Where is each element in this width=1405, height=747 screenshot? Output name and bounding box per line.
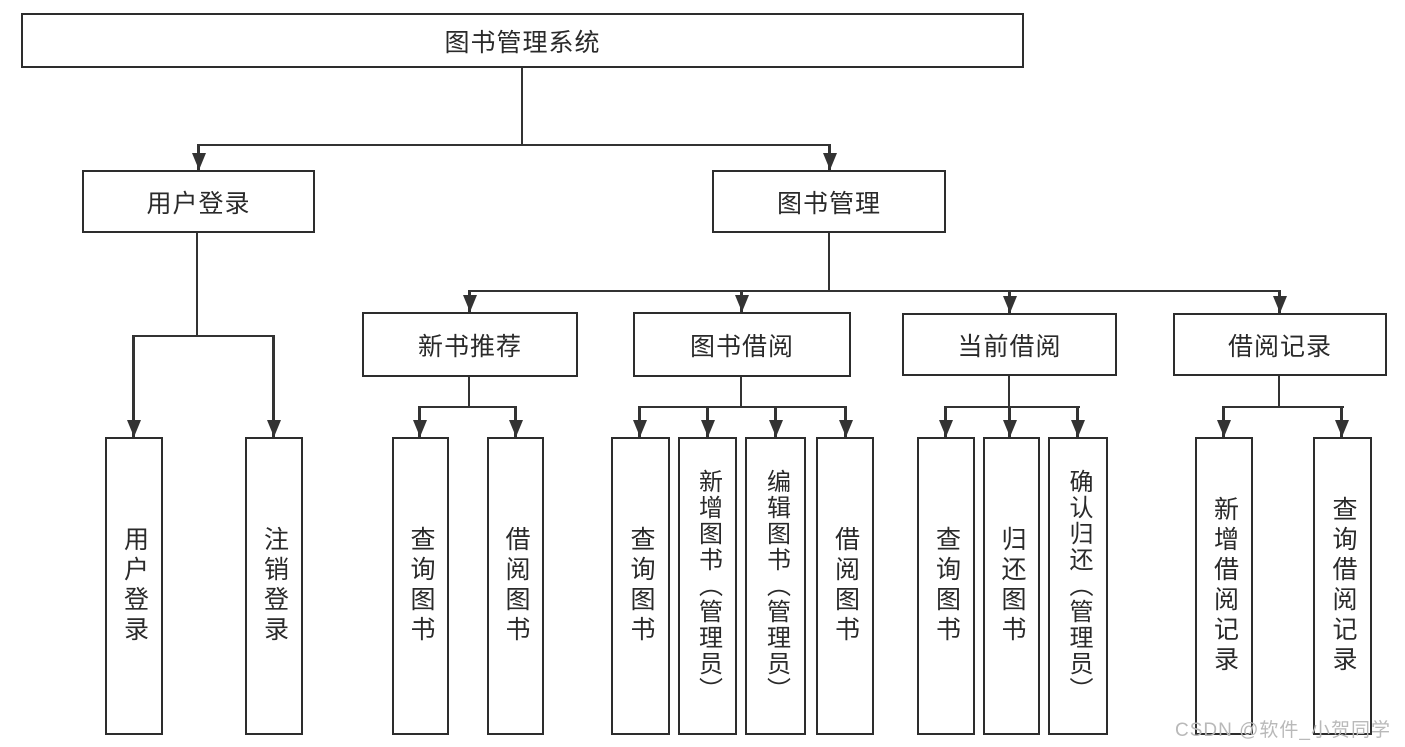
arrow-to-user-login — [197, 144, 200, 170]
connector-current-borrow-crossbar — [945, 406, 1080, 408]
connector-current-borrow-stem — [1008, 376, 1010, 408]
leaf-nb-query-books: 查询图书 — [392, 437, 449, 735]
leaf-bb-edit-books-admin: 编辑图书（管理员） — [745, 437, 806, 735]
arrow-to-cb-query-books — [944, 406, 947, 437]
node-new-book-recommend: 新书推荐 — [362, 312, 578, 377]
leaf-cb-query-books: 查询图书 — [917, 437, 975, 735]
arrow-to-leaf-logout — [272, 335, 275, 437]
leaf-user-login: 用户登录 — [105, 437, 163, 735]
node-library-management-system: 图书管理系统 — [21, 13, 1024, 68]
leaf-cb-confirm-return-admin: 确认归还（管理员） — [1048, 437, 1108, 735]
connector-user-login-stem — [196, 233, 198, 337]
leaf-logout: 注销登录 — [245, 437, 303, 735]
arrow-to-br-query-record — [1340, 406, 1343, 437]
arrow-to-cb-return-books — [1008, 406, 1011, 437]
arrow-to-new-book-recommend — [468, 290, 471, 312]
connector-root-stem — [521, 68, 523, 146]
node-current-borrow: 当前借阅 — [902, 313, 1117, 376]
node-borrow-records: 借阅记录 — [1173, 313, 1387, 376]
node-user-login: 用户登录 — [82, 170, 315, 233]
connector-new-book-stem — [468, 377, 470, 408]
arrow-to-book-borrow — [740, 290, 743, 312]
connector-new-book-crossbar — [419, 406, 517, 408]
leaf-nb-borrow-books: 借阅图书 — [487, 437, 544, 735]
connector-book-borrow-stem — [740, 377, 742, 408]
arrow-to-bb-borrow-books — [844, 406, 847, 437]
leaf-cb-return-books: 归还图书 — [983, 437, 1040, 735]
arrow-to-book-management — [828, 144, 831, 170]
leaf-bb-query-books: 查询图书 — [611, 437, 670, 735]
node-book-management: 图书管理 — [712, 170, 946, 233]
arrow-to-cb-confirm-return — [1076, 406, 1079, 437]
arrow-to-bb-query-books — [638, 406, 641, 437]
leaf-bb-borrow-books: 借阅图书 — [816, 437, 874, 735]
connector-root-crossbar — [197, 144, 831, 146]
arrow-to-borrow-records — [1278, 290, 1281, 313]
connector-book-mgmt-stem — [828, 233, 830, 292]
connector-borrow-records-crossbar — [1223, 406, 1344, 408]
connector-user-login-crossbar — [133, 335, 275, 337]
connector-book-borrow-crossbar — [639, 406, 847, 408]
arrow-to-leaf-user-login — [132, 335, 135, 437]
leaf-br-query-record: 查询借阅记录 — [1313, 437, 1372, 735]
arrow-to-br-add-record — [1222, 406, 1225, 437]
connector-borrow-records-stem — [1278, 376, 1280, 408]
arrow-to-bb-add-books — [706, 406, 709, 437]
leaf-br-add-record: 新增借阅记录 — [1195, 437, 1253, 735]
arrow-to-current-borrow — [1008, 290, 1011, 313]
csdn-watermark: CSDN @软件_小贺同学 — [1175, 720, 1391, 741]
arrow-to-bb-edit-books — [774, 406, 777, 437]
leaf-bb-add-books-admin: 新增图书（管理员） — [678, 437, 737, 735]
arrow-to-nb-borrow-books — [514, 406, 517, 437]
arrow-to-nb-query-books — [418, 406, 421, 437]
connector-book-mgmt-crossbar — [469, 290, 1281, 292]
node-book-borrow: 图书借阅 — [633, 312, 851, 377]
